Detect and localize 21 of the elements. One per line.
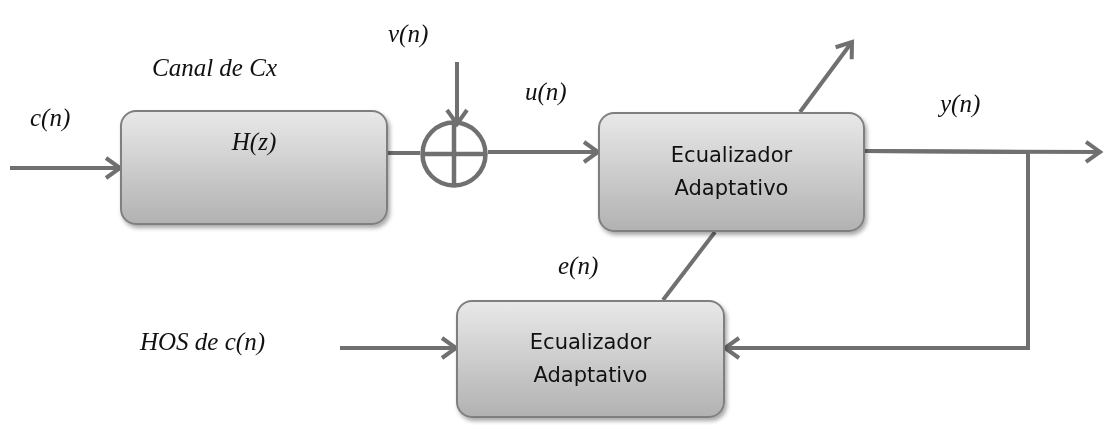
process-box: [598, 112, 865, 232]
edge-label: c(n): [30, 104, 71, 132]
signal-label: v(n): [388, 20, 429, 48]
signal-label: HOS de c(n): [140, 328, 265, 356]
arrow: [798, 40, 854, 114]
edge-label: e(n): [558, 252, 599, 280]
edge-label: u(n): [525, 78, 567, 106]
connector-line: [661, 230, 717, 302]
block-label: Ecualizador Adaptativo: [528, 329, 653, 389]
arrow: [10, 156, 122, 180]
arrow: [445, 62, 469, 126]
arrow: [340, 336, 458, 360]
transfer-function: H(z): [231, 128, 277, 156]
edge-label: y(n): [940, 90, 981, 118]
block-label: Ecualizador Adaptativo: [669, 142, 794, 202]
arrow: [488, 140, 600, 164]
process-box: [456, 300, 725, 418]
arrow: [723, 149, 1030, 360]
summing-junction: [420, 120, 488, 188]
block-heading: Canal de Cx: [152, 54, 277, 82]
connector-line: [388, 151, 420, 155]
